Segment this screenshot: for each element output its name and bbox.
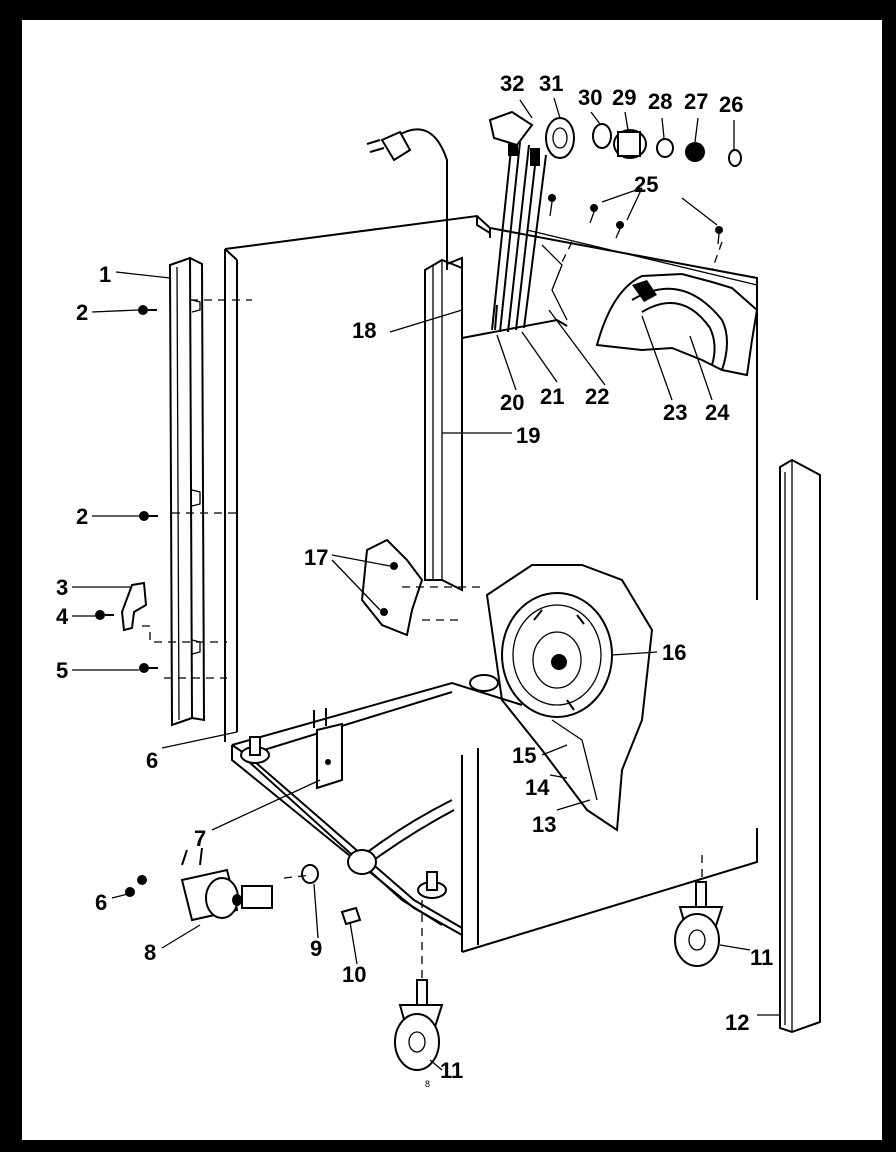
callout-27: 27 — [684, 89, 708, 114]
exploded-parts-diagram: 1 2 2 3 4 5 6 7 6 8 9 10 11 11 12 13 14 … — [22, 20, 882, 1140]
callout-12: 12 — [725, 1010, 749, 1035]
callout-15: 15 — [512, 743, 536, 768]
water-valve — [125, 847, 273, 922]
callout-23: 23 — [663, 400, 687, 425]
cabinet-frame — [224, 214, 758, 953]
callout-17: 17 — [304, 545, 328, 570]
callout-3: 3 — [56, 575, 68, 600]
callout-11-front: 11 — [440, 1058, 463, 1083]
callout-8: 8 — [144, 940, 156, 965]
callout-22: 22 — [585, 384, 609, 409]
callout-24: 24 — [705, 400, 730, 425]
callout-31: 31 — [539, 71, 563, 96]
diagram-canvas: 1 2 2 3 4 5 6 7 6 8 9 10 11 11 12 13 14 … — [56, 71, 821, 1089]
callout-25: 25 — [634, 172, 658, 197]
footer-mark: 8 — [425, 1079, 430, 1089]
drain-hose — [347, 799, 455, 875]
wire-harness — [366, 128, 547, 333]
right-side-strip — [779, 458, 821, 1034]
callout-11-right: 11 — [750, 945, 773, 970]
callout-19: 19 — [516, 423, 540, 448]
callout-29: 29 — [612, 85, 636, 110]
callout-16: 16 — [662, 640, 686, 665]
caster-front — [394, 900, 444, 1071]
callout-6-upper: 6 — [146, 748, 158, 773]
callout-14: 14 — [525, 775, 550, 800]
callout-21: 21 — [540, 384, 564, 409]
diagram-border: 1 2 2 3 4 5 6 7 6 8 9 10 11 11 12 13 14 … — [10, 10, 886, 1142]
callout-10: 10 — [342, 962, 366, 987]
caster-right — [674, 855, 724, 967]
blower-assembly — [360, 538, 654, 832]
side-screws — [95, 305, 158, 673]
leader-lines — [72, 97, 780, 1071]
callout-2-upper: 2 — [76, 300, 88, 325]
callout-13: 13 — [532, 812, 556, 837]
callout-5: 5 — [56, 658, 68, 683]
top-valve-assembly — [488, 110, 742, 167]
inner-duct — [424, 256, 463, 592]
assembly-guide-lines — [142, 241, 723, 879]
callout-30: 30 — [578, 85, 602, 110]
callout-20: 20 — [500, 390, 524, 415]
callout-28: 28 — [648, 89, 672, 114]
callout-26: 26 — [719, 92, 743, 117]
switch-bracket — [313, 708, 343, 790]
callout-2-lower: 2 — [76, 504, 88, 529]
callout-4: 4 — [56, 604, 69, 629]
callout-9: 9 — [310, 936, 322, 961]
grommet-9 — [301, 864, 319, 884]
clip-10 — [340, 906, 362, 926]
callout-1: 1 — [99, 262, 111, 287]
motor-cutaway-top — [541, 244, 759, 377]
callout-6-lower: 6 — [95, 890, 107, 915]
left-side-strip — [168, 256, 206, 727]
screws-25 — [548, 194, 723, 245]
callout-32: 32 — [500, 71, 524, 96]
callout-labels: 1 2 2 3 4 5 6 7 6 8 9 10 11 11 12 13 14 … — [56, 71, 773, 1089]
callout-7: 7 — [194, 826, 206, 851]
callout-18: 18 — [352, 318, 376, 343]
